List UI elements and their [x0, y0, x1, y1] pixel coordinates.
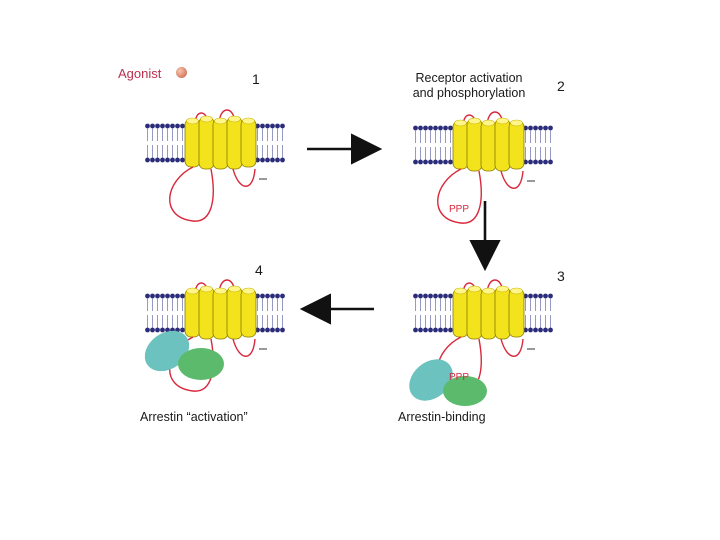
receptor-panel-1 [144, 109, 286, 222]
agonist-label: Agonist [118, 66, 162, 81]
arrestin-green-panel-4 [178, 348, 224, 380]
phospho-label-panel-3: PPP [449, 372, 470, 383]
step-4-caption: Arrestin “activation” [140, 410, 248, 424]
phospho-label-panel-2: PPP [449, 204, 470, 215]
receptor-panel-2 [412, 111, 554, 224]
step-number-2: 2 [557, 78, 565, 94]
agonist-icon [176, 67, 187, 78]
arrestin-green-panel-3 [443, 376, 487, 406]
step-2-caption-line-1: Receptor activation [415, 71, 523, 85]
step-2-caption-line-2: and phosphorylation [412, 86, 526, 100]
step-number-1: 1 [252, 71, 260, 87]
step-number-3: 3 [557, 268, 565, 284]
step-number-4: 4 [255, 262, 263, 278]
step-3-caption: Arrestin-binding [398, 410, 486, 424]
arrestin-teal-panel-4 [144, 330, 190, 372]
arrestin-teal-panel-3 [409, 359, 453, 401]
